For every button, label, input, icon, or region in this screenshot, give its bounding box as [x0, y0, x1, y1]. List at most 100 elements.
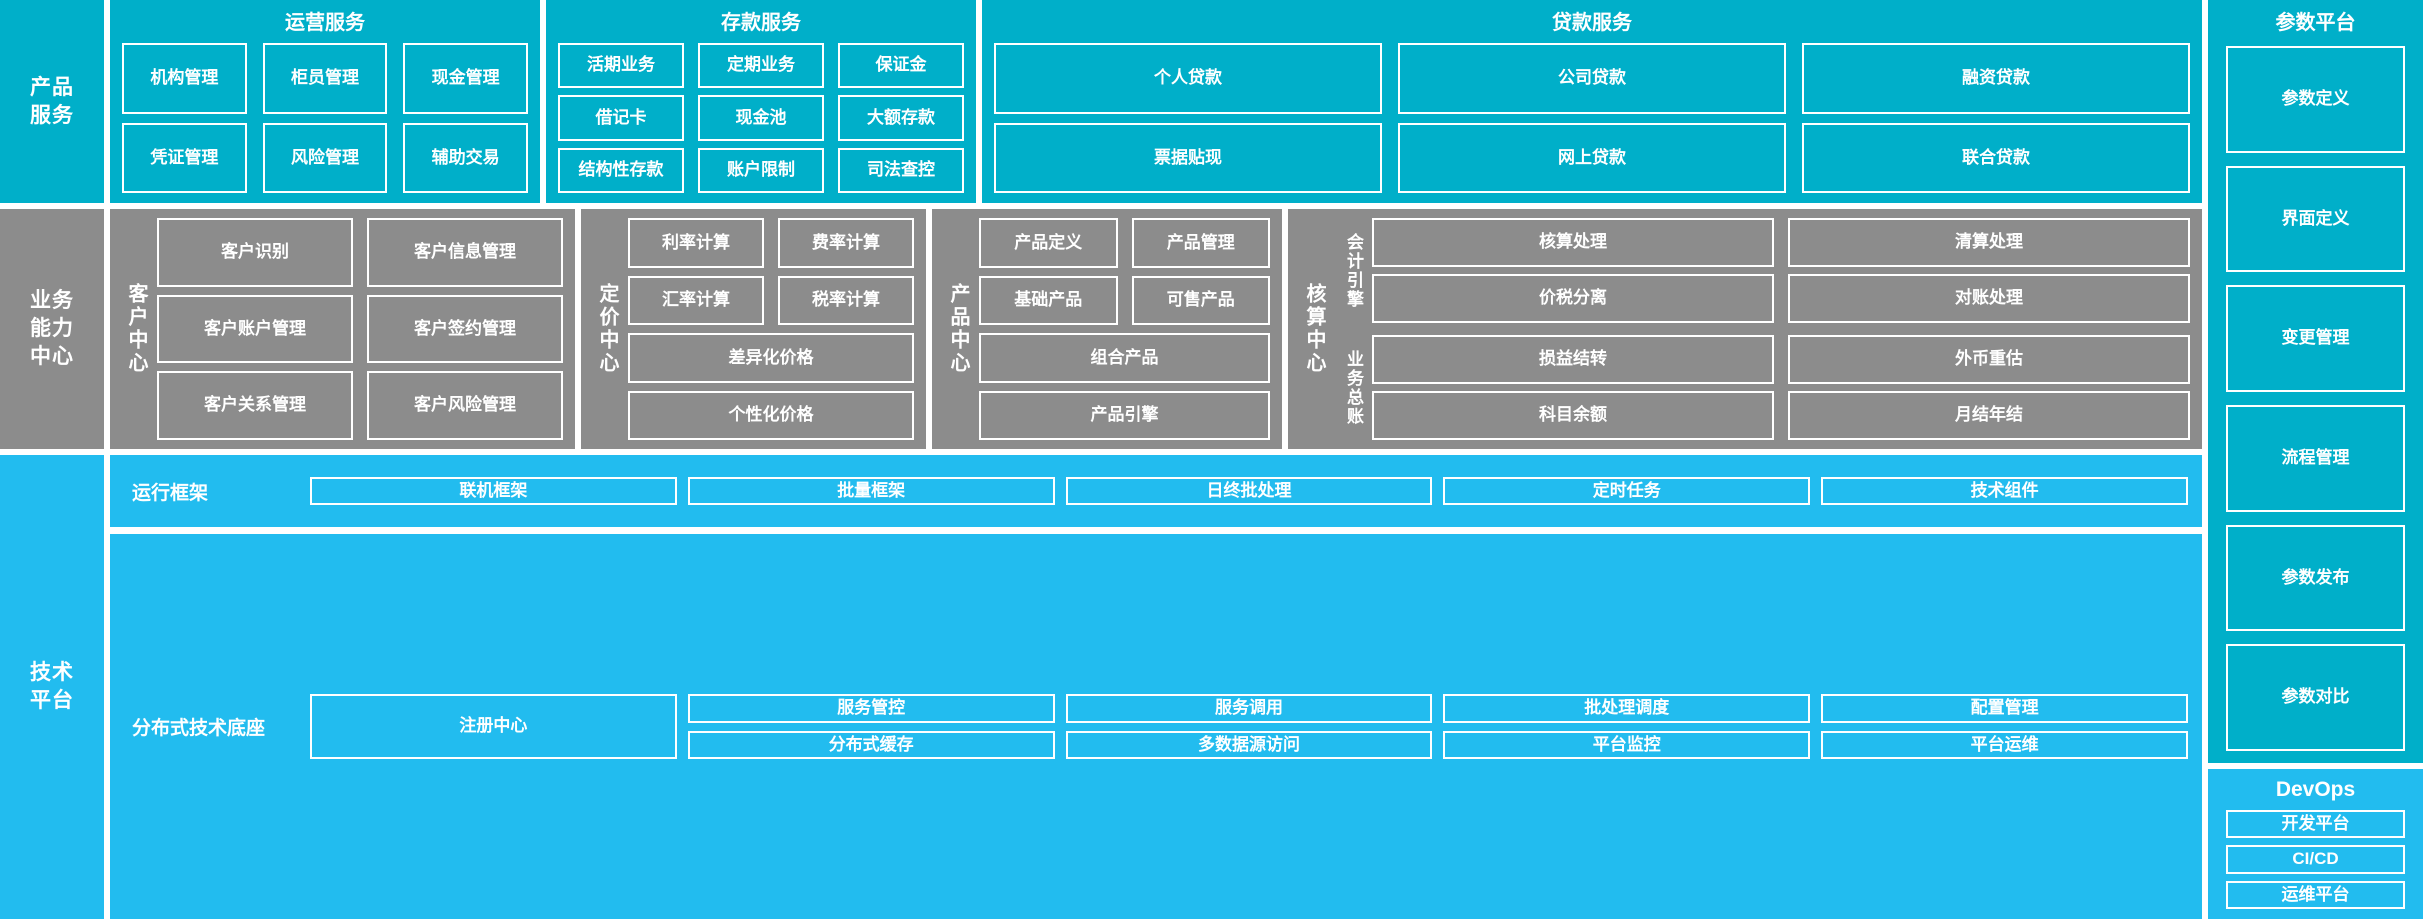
service-item-account-restriction[interactable]: 账户限制 [698, 147, 824, 193]
service-item-teller-management[interactable]: 柜员管理 [262, 43, 388, 114]
capability-item-customer-account-management[interactable]: 客户账户管理 [157, 294, 353, 364]
service-item-online-loan[interactable]: 网上贷款 [1398, 122, 1786, 193]
service-item-cash-management[interactable]: 现金管理 [403, 43, 528, 114]
panel-title-parameter-platform: 参数平台 [2275, 12, 2356, 34]
tech-item-end-of-day-batch[interactable]: 日终批处理 [1065, 476, 1433, 506]
capability-item-product-management[interactable]: 产品管理 [1131, 218, 1270, 268]
capability-item-reconciliation-processing[interactable]: 对账处理 [1788, 274, 2190, 323]
capability-item-foreign-currency-revaluation[interactable]: 外币重估 [1788, 335, 2190, 384]
tech-item-distributed-cache[interactable]: 分布式缓存 [687, 730, 1055, 759]
tech-item-service-governance[interactable]: 服务管控 [687, 694, 1055, 723]
capability-item-composite-product[interactable]: 组合产品 [979, 333, 1270, 383]
tech-item-registry-center[interactable]: 注册中心 [310, 694, 677, 759]
service-item-corporate-loan[interactable]: 公司贷款 [1398, 43, 1786, 114]
devops-item-ci-cd[interactable]: CI/CD [2226, 845, 2405, 874]
capability-item-basic-product[interactable]: 基础产品 [979, 275, 1118, 325]
panel-product-center: 产品中心 产品定义 产品管理 基础产品 可售产品 组合产品 产品引擎 [932, 209, 1282, 449]
tech-item-batch-scheduling[interactable]: 批处理调度 [1443, 694, 1811, 723]
parameter-item-parameter-release[interactable]: 参数发布 [2226, 524, 2405, 632]
service-item-voucher-management[interactable]: 凭证管理 [122, 122, 247, 193]
capability-item-personalized-pricing[interactable]: 个性化价格 [628, 390, 914, 440]
business-ledger-grid: 损益结转 外币重估 科目余额 月结年结 [1372, 335, 2190, 440]
service-item-judicial-control[interactable]: 司法查控 [838, 147, 964, 193]
parameter-item-parameter-definition[interactable]: 参数定义 [2226, 46, 2405, 153]
capability-item-customer-contract-management[interactable]: 客户签约管理 [367, 294, 563, 364]
tech-item-technical-component[interactable]: 技术组件 [1821, 476, 2188, 506]
service-item-org-management[interactable]: 机构管理 [122, 43, 247, 114]
service-item-bill-discount[interactable]: 票据贴现 [994, 122, 1382, 193]
capability-item-settlement-processing[interactable]: 清算处理 [1788, 218, 2190, 267]
capability-item-product-engine[interactable]: 产品引擎 [979, 390, 1270, 440]
subgroup-accounting-engine: 会计引擎 核算处理 清算处理 价税分离 对账处理 [1335, 218, 2190, 323]
service-item-personal-loan[interactable]: 个人贷款 [994, 43, 1382, 114]
capability-item-customer-identification[interactable]: 客户识别 [157, 218, 353, 287]
service-item-financing-loan[interactable]: 融资贷款 [1802, 43, 2190, 114]
layer-label-line: 服务 [30, 103, 74, 127]
capability-item-tax-rate-calc[interactable]: 税率计算 [778, 275, 914, 325]
parameter-item-parameter-comparison[interactable]: 参数对比 [2226, 644, 2405, 751]
capability-item-customer-risk-management[interactable]: 客户风险管理 [367, 371, 563, 440]
parameter-item-change-management[interactable]: 变更管理 [2226, 285, 2405, 392]
capability-item-customer-relation-management[interactable]: 客户关系管理 [157, 371, 353, 440]
layer-label-product-services: 产品 服务 [0, 0, 104, 203]
panel-title-deposit-services: 存款服务 [721, 12, 801, 34]
technical-platform-layer: 技术 平台 运行框架 联机框架 批量框架 日终批处理 定时任务 技术组件 [0, 455, 2202, 919]
service-item-large-deposit[interactable]: 大额存款 [838, 95, 964, 141]
tech-item-platform-monitoring[interactable]: 平台监控 [1443, 730, 1811, 759]
devops-item-development-platform[interactable]: 开发平台 [2226, 810, 2405, 839]
strip-title-distributed-base: 分布式技术底座 [132, 718, 266, 739]
capability-item-customer-info-management[interactable]: 客户信息管理 [367, 218, 563, 287]
panel-title-operation-services: 运营服务 [285, 12, 365, 34]
layer-label-line: 中心 [30, 344, 74, 368]
operation-services-grid: 机构管理 柜员管理 现金管理 凭证管理 风险管理 辅助交易 [122, 43, 528, 193]
capability-item-product-definition[interactable]: 产品定义 [979, 218, 1118, 268]
service-item-auxiliary-trade[interactable]: 辅助交易 [403, 122, 528, 193]
technical-platform-strips: 运行框架 联机框架 批量框架 日终批处理 定时任务 技术组件 分布式技术底座 注… [110, 455, 2202, 919]
capability-item-exchange-rate-calc[interactable]: 汇率计算 [628, 275, 764, 325]
parameter-item-process-management[interactable]: 流程管理 [2226, 404, 2405, 512]
tech-item-online-framework[interactable]: 联机框架 [310, 476, 677, 506]
service-item-risk-management[interactable]: 风险管理 [262, 122, 388, 193]
strip-title-runtime-framework: 运行框架 [132, 482, 209, 504]
tech-item-service-invocation[interactable]: 服务调用 [1065, 694, 1433, 723]
layer-label-technical-platform: 技术 平台 [0, 455, 104, 919]
strip-distributed-base: 分布式技术底座 注册中心 服务管控 服务调用 批处理调度 配置管理 分布式缓存 … [110, 534, 2202, 919]
center-label-product: 产品中心 [947, 283, 969, 375]
layer-label-business-capability: 业务 能力 中心 [0, 209, 104, 449]
capability-item-profit-loss-carryover[interactable]: 损益结转 [1372, 335, 1774, 384]
service-item-margin-deposit[interactable]: 保证金 [838, 43, 964, 89]
capability-item-fee-rate-calc[interactable]: 费率计算 [778, 218, 914, 268]
service-item-structured-deposit[interactable]: 结构性存款 [558, 147, 684, 193]
subgroup-label-business-ledger: 业务总账 [1344, 349, 1363, 426]
accounting-subgroups: 会计引擎 核算处理 清算处理 价税分离 对账处理 业务总账 损益结转 [1335, 218, 2190, 440]
service-item-cash-pool[interactable]: 现金池 [698, 95, 824, 141]
service-item-time-deposit[interactable]: 定期业务 [698, 43, 824, 89]
panel-customer-center: 客户中心 客户识别 客户信息管理 客户账户管理 客户签约管理 客户关系管理 客户… [110, 209, 575, 449]
capability-item-account-balance[interactable]: 科目余额 [1372, 391, 1774, 440]
capability-item-price-tax-separation[interactable]: 价税分离 [1372, 274, 1774, 323]
tech-item-multi-datasource-access[interactable]: 多数据源访问 [1065, 730, 1433, 759]
capability-item-differentiated-pricing[interactable]: 差异化价格 [628, 333, 914, 383]
service-item-demand-deposit[interactable]: 活期业务 [558, 43, 684, 89]
capability-item-accounting-processing[interactable]: 核算处理 [1372, 218, 1774, 267]
service-item-debit-card[interactable]: 借记卡 [558, 95, 684, 141]
devops-list: 开发平台 CI/CD 运维平台 [2226, 810, 2405, 910]
capability-item-month-year-end-closing[interactable]: 月结年结 [1788, 391, 2190, 440]
pricing-center-grid: 利率计算 费率计算 汇率计算 税率计算 差异化价格 个性化价格 [628, 218, 914, 440]
devops-item-operations-platform[interactable]: 运维平台 [2226, 880, 2405, 910]
tech-item-configuration-management[interactable]: 配置管理 [1821, 694, 2188, 723]
layer-label-line: 业务 [30, 289, 74, 313]
panel-accounting-center: 核算中心 会计引擎 核算处理 清算处理 价税分离 对账处理 [1288, 209, 2202, 449]
main-layers-column: 产品 服务 运营服务 机构管理 柜员管理 现金管理 凭证管理 风险管理 辅助交易 [0, 0, 2202, 919]
tech-item-platform-operations[interactable]: 平台运维 [1821, 730, 2188, 759]
product-service-panels: 运营服务 机构管理 柜员管理 现金管理 凭证管理 风险管理 辅助交易 存款服务 … [110, 0, 2202, 203]
parameter-item-interface-definition[interactable]: 界面定义 [2226, 165, 2405, 273]
tech-item-scheduled-task[interactable]: 定时任务 [1443, 476, 1811, 506]
capability-item-interest-rate-calc[interactable]: 利率计算 [628, 218, 764, 268]
service-item-syndicated-loan[interactable]: 联合贷款 [1802, 122, 2190, 193]
tech-item-batch-framework[interactable]: 批量框架 [687, 476, 1055, 506]
capability-item-sellable-product[interactable]: 可售产品 [1131, 275, 1270, 325]
subgroup-label-accounting-engine: 会计引擎 [1344, 232, 1363, 309]
panel-devops: DevOps 开发平台 CI/CD 运维平台 [2208, 769, 2423, 919]
